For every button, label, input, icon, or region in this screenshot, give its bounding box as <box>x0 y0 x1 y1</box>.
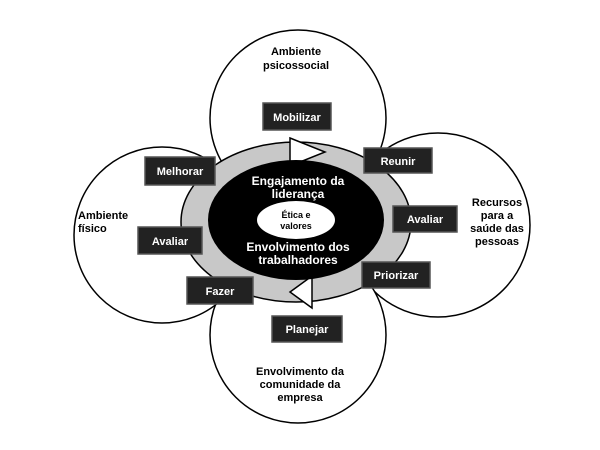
step-priorizar: Priorizar <box>361 261 431 289</box>
center-text-1: Ética e <box>281 210 310 220</box>
core-top-text-1: Engajamento da <box>252 174 345 188</box>
core-bottom-text-1: Envolvimento dos <box>246 240 350 254</box>
step-melhorar-label: Melhorar <box>157 166 204 178</box>
center-ellipse <box>257 201 335 239</box>
petal-left-label-2: físico <box>78 223 107 235</box>
step-reunir-label: Reunir <box>381 156 417 168</box>
step-avaliar-left: Avaliar <box>137 226 203 255</box>
step-avaliar-right: Avaliar <box>392 205 458 233</box>
step-fazer-label: Fazer <box>206 286 235 298</box>
petal-bottom-label-2: comunidade da <box>260 379 342 391</box>
step-avaliar-right-label: Avaliar <box>407 214 444 226</box>
cycle-arrow-top <box>289 136 328 168</box>
step-priorizar-label: Priorizar <box>374 270 419 282</box>
petal-top-label-1: Ambiente <box>271 46 321 58</box>
petal-right-label-1: Recursos <box>472 197 522 209</box>
step-planejar: Planejar <box>271 315 343 343</box>
center-text-2: valores <box>280 221 312 231</box>
core-bottom-text-2: trabalhadores <box>258 253 338 267</box>
step-avaliar-left-label: Avaliar <box>152 236 189 248</box>
petal-left-label-1: Ambiente <box>78 210 128 222</box>
petal-right-label-3: saúde das <box>470 223 524 235</box>
step-melhorar: Melhorar <box>144 156 216 186</box>
step-fazer: Fazer <box>186 276 254 305</box>
cycle-arrow-bottom <box>288 274 313 310</box>
step-reunir: Reunir <box>363 147 433 174</box>
petal-bottom-label-3: empresa <box>277 392 323 404</box>
petal-right-label-4: pessoas <box>475 236 519 248</box>
petal-bottom-label-1: Envolvimento da <box>256 366 345 378</box>
petal-top-label-2: psicossocial <box>263 60 329 72</box>
step-mobilizar-label: Mobilizar <box>273 112 321 124</box>
step-mobilizar: Mobilizar <box>262 102 332 131</box>
step-planejar-label: Planejar <box>286 324 330 336</box>
core-top-text-2: liderança <box>272 187 325 201</box>
petal-right-label-2: para a <box>481 210 514 222</box>
